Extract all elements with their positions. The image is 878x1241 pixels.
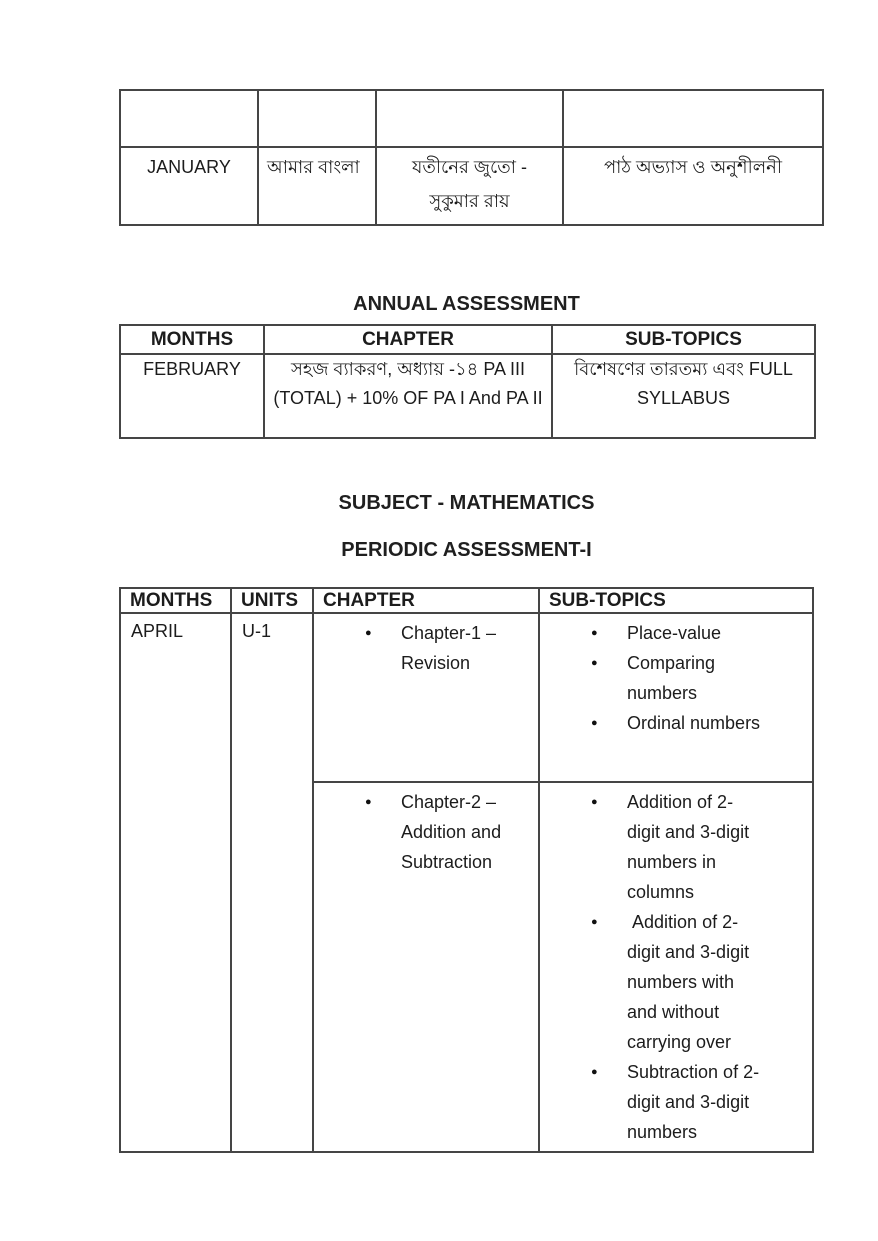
empty-cell <box>119 89 259 148</box>
subtopics-cell: Addition of 2-digit and 3-digit numbers … <box>538 781 814 1153</box>
column-header-units: UNITS <box>230 587 314 614</box>
periodic-assessment-1-title: PERIODIC ASSESSMENT-I <box>341 539 592 561</box>
chapter-list: Chapter-2 – Addition and Subtraction <box>315 787 537 877</box>
annual-assessment-table: MONTHS CHAPTER SUB-TOPICS FEBRUARY সহজ ব… <box>119 324 816 439</box>
subtopic-item: Place-value <box>591 618 811 648</box>
header-row: MONTHS UNITS CHAPTER SUB-TOPICS <box>119 587 814 614</box>
subtopics-list: Addition of 2-digit and 3-digit numbers … <box>541 787 811 1147</box>
chapter-cell: সহজ ব্যাকরণ, অধ্যায় -১৪ PA III (TOTAL) … <box>263 353 553 439</box>
january-syllabus-table: JANUARY আমার বাংলা যতীনের জুতো - সুকুমার… <box>119 89 824 226</box>
empty-cell <box>562 89 824 148</box>
subject-mathematics-title: SUBJECT - MATHEMATICS <box>338 492 595 514</box>
column-header-subtopics: SUB-TOPICS <box>538 587 814 614</box>
chapter-cell: Chapter-2 – Addition and Subtraction <box>312 781 540 1153</box>
subtopic-item: Addition of 2-digit and 3-digit numbers … <box>591 787 811 907</box>
unit-cell: U-1 <box>230 612 314 1153</box>
subtopic-item: Comparing numbers <box>591 648 811 708</box>
header-row: MONTHS CHAPTER SUB-TOPICS <box>119 324 816 355</box>
empty-row <box>119 89 824 148</box>
column-header-months: MONTHS <box>119 324 265 355</box>
chapter-cell: যতীনের জুতো - সুকুমার রায় <box>375 146 564 226</box>
table-row: Chapter-2 – Addition and Subtraction Add… <box>120 781 814 1153</box>
chapter-cell: Chapter-1 – Revision <box>312 612 540 783</box>
month-cell: FEBRUARY <box>119 353 265 439</box>
subtopics-cell: পাঠ অভ্যাস ও অনুশীলনী <box>562 146 824 226</box>
subtopic-item: Subtraction of 2-digit and 3-digit numbe… <box>591 1057 811 1147</box>
month-cell: JANUARY <box>119 146 259 226</box>
subtopics-cell: Place-value Comparing numbers Ordinal nu… <box>538 612 814 783</box>
subtopics-list: Place-value Comparing numbers Ordinal nu… <box>541 618 811 738</box>
month-cell: APRIL <box>119 612 232 1153</box>
empty-cell <box>375 89 564 148</box>
chapter-item: Chapter-2 – Addition and Subtraction <box>365 787 537 877</box>
table-row: APRIL U-1 Chapter-1 – Revision Place-val… <box>119 612 814 1153</box>
chapter-list: Chapter-1 – Revision <box>315 618 537 678</box>
empty-cell <box>257 89 377 148</box>
table-row: FEBRUARY সহজ ব্যাকরণ, অধ্যায় -১৪ PA III… <box>119 353 816 439</box>
annual-assessment-title: ANNUAL ASSESSMENT <box>353 293 580 315</box>
subtopics-cell: বিশেষণের তারতম্য এবং FULL SYLLABUS <box>551 353 816 439</box>
book-cell: আমার বাংলা <box>257 146 377 226</box>
column-header-subtopics: SUB-TOPICS <box>551 324 816 355</box>
chapter-item: Chapter-1 – Revision <box>365 618 537 678</box>
subtopic-item: Addition of 2-digit and 3-digit numbers … <box>591 907 811 1057</box>
table-row: JANUARY আমার বাংলা যতীনের জুতো - সুকুমার… <box>119 146 824 226</box>
column-header-chapter: CHAPTER <box>263 324 553 355</box>
periodic-assessment-table: MONTHS UNITS CHAPTER SUB-TOPICS APRIL U-… <box>119 587 814 1153</box>
column-header-months: MONTHS <box>119 587 232 614</box>
subtopic-item: Ordinal numbers <box>591 708 811 738</box>
column-header-chapter: CHAPTER <box>312 587 540 614</box>
